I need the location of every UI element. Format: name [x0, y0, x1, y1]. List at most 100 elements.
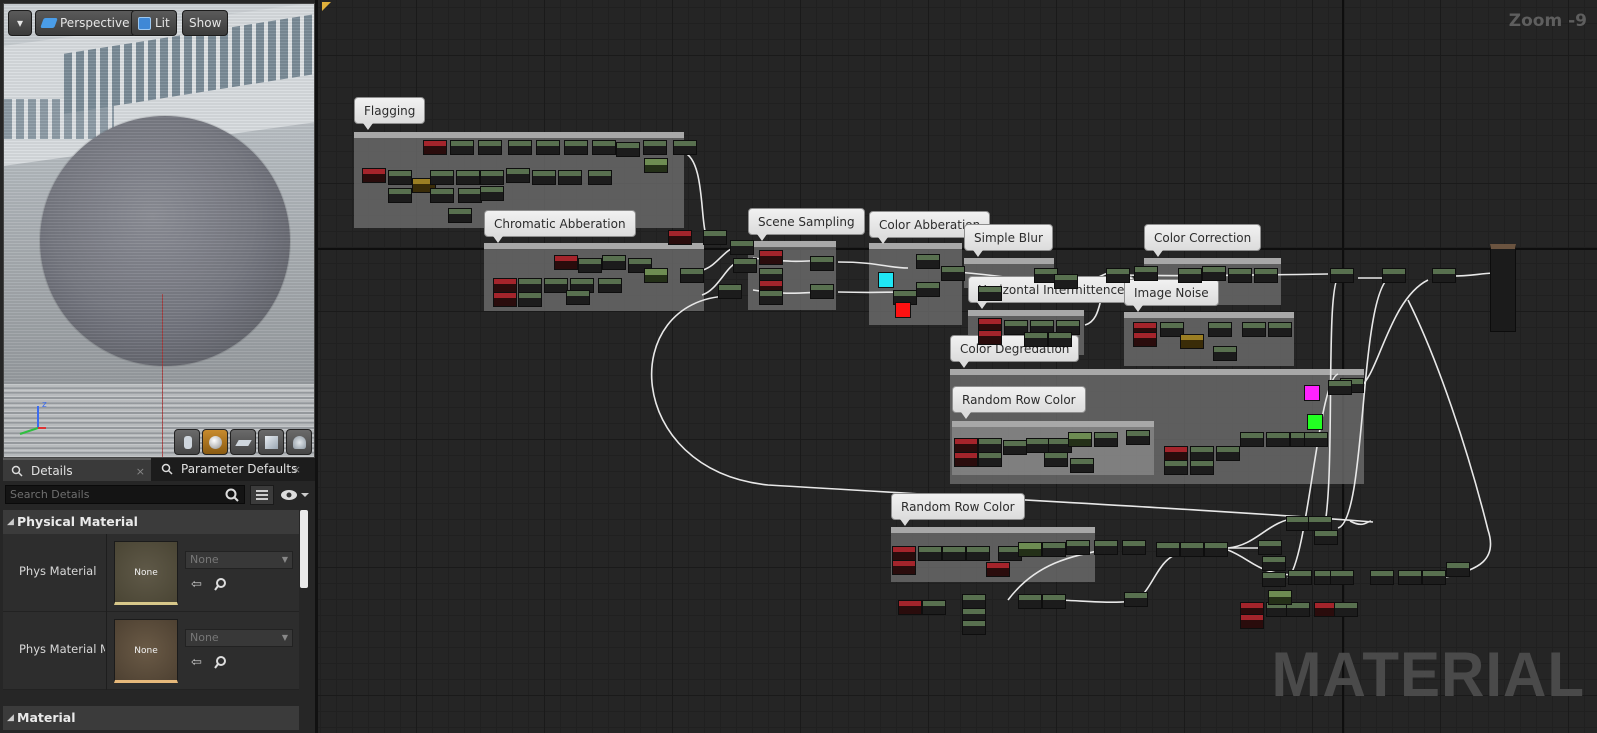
- cube-preview-button[interactable]: [258, 429, 284, 455]
- search-details-input[interactable]: [5, 485, 245, 504]
- graph-node[interactable]: [1026, 438, 1050, 453]
- category-material[interactable]: ◢ Material: [3, 706, 299, 730]
- preview-viewport[interactable]: ▾ Perspective Lit Show z: [3, 3, 315, 458]
- lit-button[interactable]: Lit: [131, 10, 177, 36]
- graph-node[interactable]: [954, 438, 978, 453]
- graph-node[interactable]: [1370, 570, 1394, 585]
- phys-material-thumbnail[interactable]: None: [114, 541, 178, 605]
- graph-node[interactable]: [718, 284, 742, 299]
- graph-node[interactable]: [1446, 562, 1470, 577]
- graph-node[interactable]: [430, 170, 454, 185]
- close-icon[interactable]: ×: [291, 463, 301, 476]
- graph-node[interactable]: [1216, 446, 1240, 461]
- plane-preview-button[interactable]: [230, 429, 256, 455]
- graph-node[interactable]: [1432, 268, 1456, 283]
- graph-node[interactable]: [1164, 460, 1188, 475]
- comment-title-scene-sampling[interactable]: Scene Sampling: [748, 208, 865, 241]
- graph-node[interactable]: [1190, 460, 1214, 475]
- graph-node[interactable]: [1134, 266, 1158, 281]
- graph-node[interactable]: [588, 170, 612, 185]
- graph-node[interactable]: [1070, 458, 1094, 473]
- graph-node[interactable]: [1330, 268, 1354, 283]
- graph-node[interactable]: [1258, 540, 1282, 555]
- graph-node[interactable]: [564, 140, 588, 155]
- graph-node[interactable]: [1124, 592, 1148, 607]
- graph-node[interactable]: [644, 268, 668, 283]
- graph-node[interactable]: [616, 142, 640, 157]
- graph-node[interactable]: [941, 266, 965, 281]
- graph-node[interactable]: [673, 140, 697, 155]
- graph-node[interactable]: [1094, 432, 1118, 447]
- graph-node[interactable]: [703, 230, 727, 245]
- sphere-preview-button[interactable]: [202, 429, 228, 455]
- graph-node[interactable]: [558, 170, 582, 185]
- graph-node[interactable]: [1242, 322, 1266, 337]
- graph-node[interactable]: [1208, 322, 1232, 337]
- graph-node[interactable]: [493, 278, 517, 293]
- graph-node[interactable]: [518, 292, 542, 307]
- graph-node[interactable]: [810, 256, 834, 271]
- graph-node[interactable]: [458, 188, 482, 203]
- graph-node[interactable]: [1003, 440, 1027, 455]
- graph-node[interactable]: [978, 438, 1002, 453]
- comment-title-flagging[interactable]: Flagging: [354, 97, 426, 130]
- graph-node[interactable]: [554, 255, 578, 270]
- graph-node[interactable]: [1262, 556, 1286, 571]
- graph-node[interactable]: [1106, 268, 1130, 283]
- graph-node[interactable]: [1042, 542, 1066, 557]
- category-physical-material[interactable]: ◢ Physical Material: [3, 510, 299, 534]
- constant-color-green[interactable]: [1307, 414, 1323, 430]
- graph-node[interactable]: [1160, 322, 1184, 337]
- graph-node[interactable]: [480, 186, 504, 201]
- graph-node[interactable]: [1266, 432, 1290, 447]
- graph-node[interactable]: [566, 290, 590, 305]
- graph-node[interactable]: [423, 140, 447, 155]
- graph-node[interactable]: [1330, 570, 1354, 585]
- graph-node[interactable]: [643, 140, 667, 155]
- graph-node[interactable]: [1240, 614, 1264, 629]
- graph-node[interactable]: [1334, 602, 1358, 617]
- constant-color-cyan[interactable]: [878, 272, 894, 288]
- close-icon[interactable]: ×: [135, 465, 145, 478]
- graph-node[interactable]: [759, 290, 783, 305]
- graph-node[interactable]: [448, 208, 472, 223]
- graph-node[interactable]: [578, 258, 602, 273]
- details-scrollbar[interactable]: [300, 510, 308, 588]
- graph-node[interactable]: [892, 560, 916, 575]
- graph-node[interactable]: [1288, 570, 1312, 585]
- graph-node[interactable]: [1254, 268, 1278, 283]
- graph-node[interactable]: [1240, 432, 1264, 447]
- graph-node[interactable]: [480, 170, 504, 185]
- graph-node[interactable]: [962, 594, 986, 609]
- graph-node[interactable]: [1286, 516, 1310, 531]
- graph-node[interactable]: [1202, 266, 1226, 281]
- use-selected-arrow-icon[interactable]: ⇦: [191, 577, 202, 592]
- graph-node[interactable]: [680, 268, 704, 283]
- graph-node[interactable]: [1228, 268, 1252, 283]
- graph-node[interactable]: [506, 168, 530, 183]
- browse-search-icon[interactable]: [213, 655, 229, 671]
- graph-node[interactable]: [1054, 274, 1078, 289]
- browse-search-icon[interactable]: [213, 577, 229, 593]
- graph-node[interactable]: [1133, 332, 1157, 347]
- graph-node[interactable]: [1122, 540, 1146, 555]
- graph-node[interactable]: [592, 140, 616, 155]
- graph-node[interactable]: [388, 170, 412, 185]
- graph-node[interactable]: [978, 452, 1002, 467]
- graph-node[interactable]: [978, 330, 1002, 345]
- graph-node[interactable]: [518, 278, 542, 293]
- graph-node[interactable]: [536, 140, 560, 155]
- graph-node[interactable]: [644, 158, 668, 173]
- graph-node[interactable]: [942, 546, 966, 561]
- graph-node[interactable]: [954, 452, 978, 467]
- graph-node[interactable]: [1066, 540, 1090, 555]
- graph-node[interactable]: [450, 140, 474, 155]
- graph-node[interactable]: [598, 278, 622, 293]
- tab-details[interactable]: Details ×: [3, 458, 151, 481]
- graph-node[interactable]: [1382, 268, 1406, 283]
- view-options-button[interactable]: [250, 485, 274, 505]
- graph-node[interactable]: [1004, 320, 1028, 335]
- graph-node[interactable]: [388, 188, 412, 203]
- show-button[interactable]: Show: [182, 10, 229, 36]
- graph-node[interactable]: [508, 140, 532, 155]
